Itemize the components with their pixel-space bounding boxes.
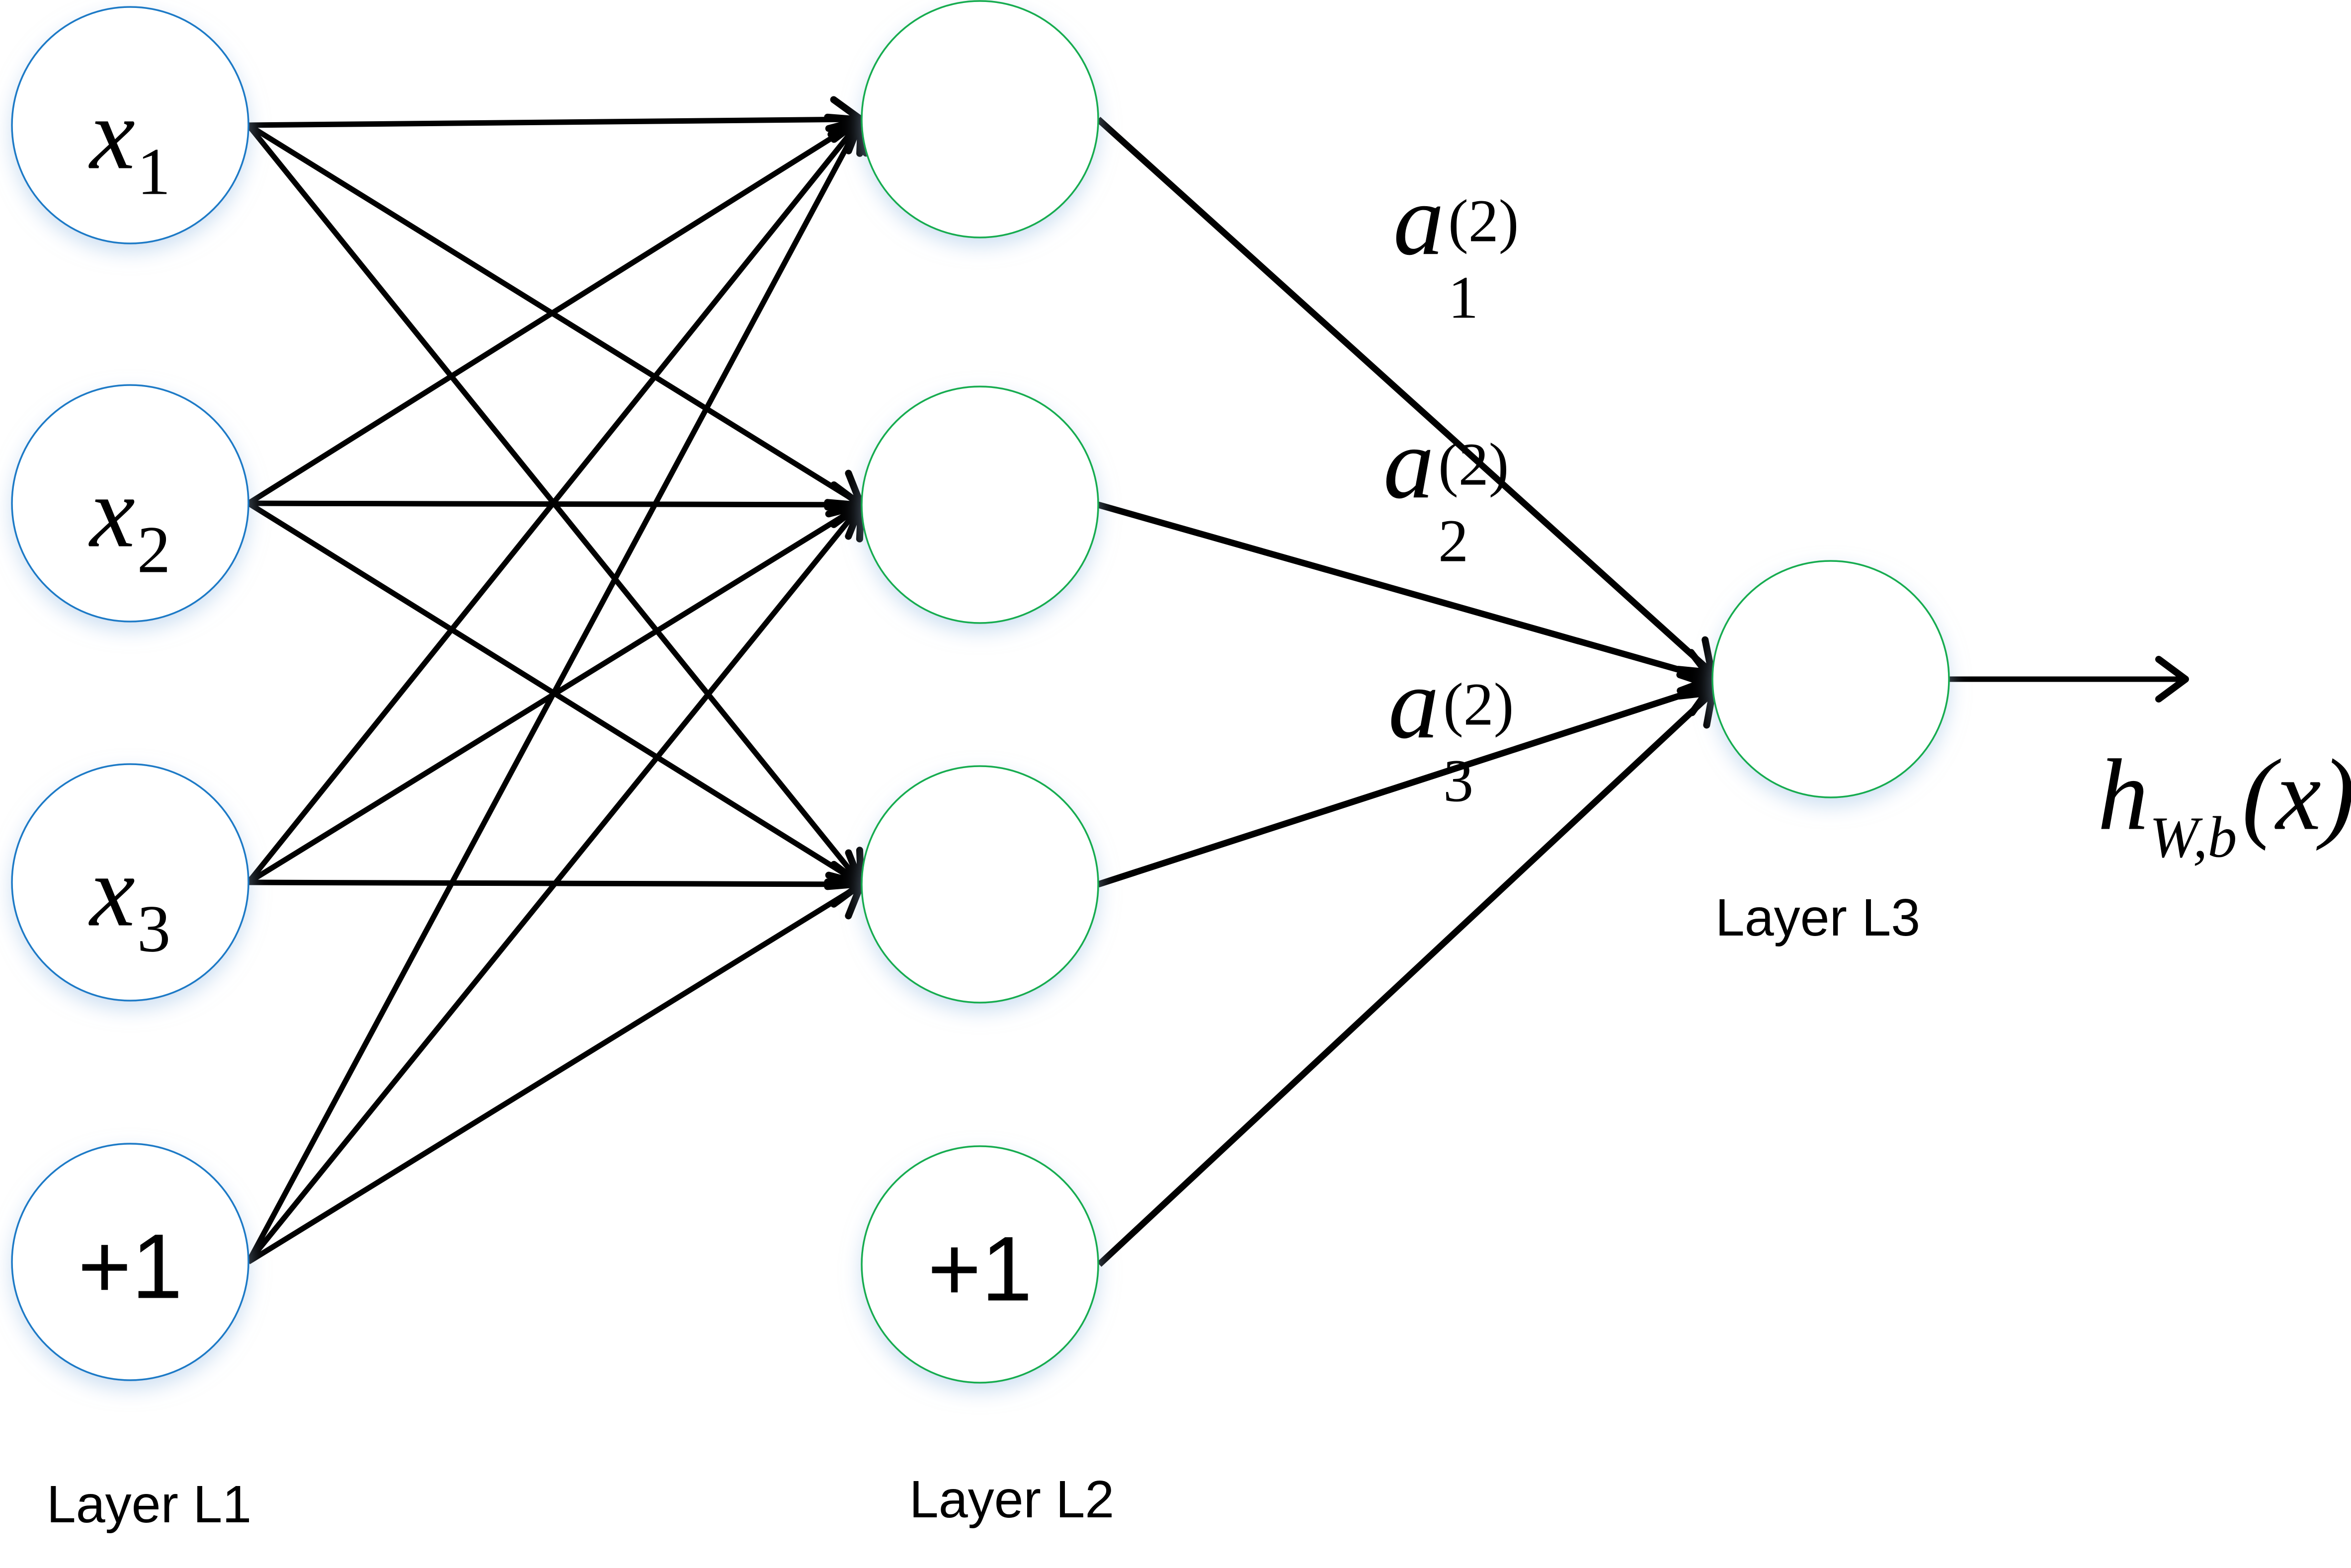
a1-subscript: 1	[1448, 264, 1479, 331]
layer1-caption-text: Layer L1	[46, 1475, 252, 1534]
edge-bias1-h2	[246, 502, 865, 1264]
a3-subscript: 3	[1443, 747, 1474, 815]
edge-x2-h1	[247, 113, 865, 506]
edges-input-to-hidden	[246, 96, 870, 1264]
layer2-caption: Layer L2	[909, 1473, 1115, 1526]
layer3-caption-text: Layer L3	[1715, 888, 1921, 947]
edge-h1-out	[1096, 117, 1715, 676]
input-node-x1	[11, 6, 249, 244]
input-node-bias-label: +1	[78, 1221, 183, 1313]
edges-hidden-to-output	[1096, 117, 1716, 1267]
output-function-label: hW,b(x)	[2098, 744, 2351, 867]
edge-bias1-h3	[247, 878, 865, 1264]
input-node-x2-label: x2	[90, 462, 171, 584]
output-node	[1711, 560, 1950, 798]
h-argument: (x)	[2242, 738, 2351, 852]
hidden-node-1	[861, 0, 1099, 238]
hidden-node-bias	[861, 1145, 1099, 1384]
x1-subscript: 1	[137, 135, 171, 209]
hidden-node-bias-label: +1	[928, 1223, 1033, 1316]
a1-scripts: (2)1	[1448, 191, 1519, 328]
bias1-text: +1	[78, 1215, 183, 1318]
a3-scripts: (2)3	[1443, 674, 1514, 815]
activation-label-a3: a(2)3	[1388, 652, 1514, 815]
layer2-caption-text: Layer L2	[909, 1470, 1115, 1529]
edge-bias1-h1	[246, 116, 870, 1263]
a3-base: a	[1388, 647, 1440, 760]
input-node-x1-label: x1	[90, 83, 171, 206]
input-node-bias	[11, 1143, 249, 1381]
layer1-caption: Layer L1	[47, 1478, 252, 1531]
edge-x3-h1	[246, 116, 865, 884]
input-node-x2	[11, 384, 249, 623]
edge-h2-out	[1097, 501, 1715, 695]
activation-label-a2: a(2)2	[1383, 412, 1509, 575]
x3-base: x	[89, 835, 135, 948]
input-layer-nodes	[11, 6, 249, 1381]
h-base: h	[2098, 738, 2149, 852]
bias2-text: +1	[927, 1218, 1033, 1321]
a2-superscript: (2)	[1438, 431, 1509, 498]
hidden-node-3	[861, 765, 1099, 1004]
x2-subscript: 2	[137, 513, 171, 587]
hidden-layer-nodes	[861, 0, 1099, 1384]
a2-subscript: 2	[1438, 507, 1469, 575]
a2-base: a	[1383, 407, 1435, 520]
input-node-x3-label: x3	[90, 841, 171, 963]
x2-base: x	[89, 456, 135, 569]
edge-x1-h2	[247, 123, 865, 511]
a2-scripts: (2)2	[1438, 434, 1509, 575]
h-subscript: W,b	[2149, 804, 2237, 870]
x3-subscript: 3	[137, 892, 171, 966]
x1-base: x	[89, 78, 135, 191]
activation-label-a1: a(2)1	[1393, 169, 1519, 328]
input-node-x3	[11, 763, 249, 1002]
a1-base: a	[1393, 163, 1445, 277]
edge-h3-out	[1097, 671, 1715, 888]
layer3-caption: Layer L3	[1715, 891, 1921, 944]
edge-bias2-out	[1097, 689, 1716, 1267]
a1-superscript: (2)	[1448, 187, 1519, 255]
a3-superscript: (2)	[1443, 671, 1514, 738]
hidden-node-2	[861, 386, 1099, 624]
edge-x1-h1	[248, 96, 865, 143]
